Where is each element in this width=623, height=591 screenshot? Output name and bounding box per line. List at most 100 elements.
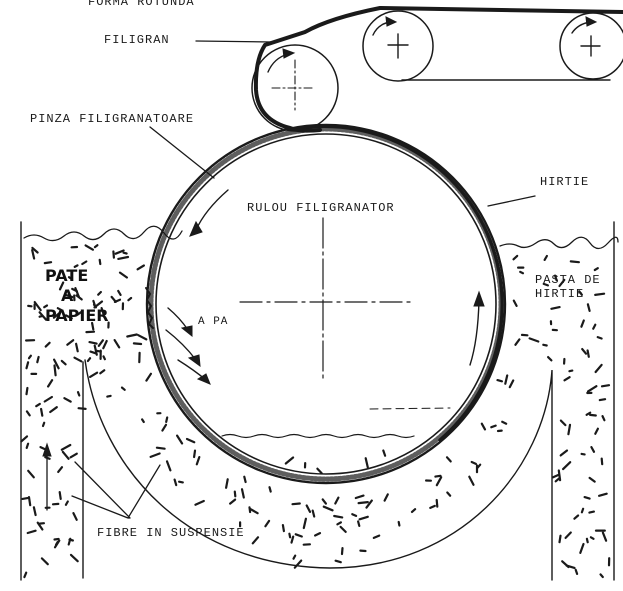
felt-roller-3-arrow-head xyxy=(586,17,596,26)
fibre-mark xyxy=(107,396,110,397)
fibre-mark xyxy=(45,397,52,402)
fibre-mark xyxy=(491,426,495,428)
fibre-mark xyxy=(315,533,320,535)
fibre-mark xyxy=(593,325,595,329)
fibre-mark xyxy=(250,507,251,512)
fibre-mark xyxy=(563,462,570,469)
fibre-mark xyxy=(115,340,120,347)
fibre-mark xyxy=(90,373,97,377)
fibre-mark xyxy=(242,489,244,497)
fibre-mark xyxy=(75,358,82,362)
fibre-mark xyxy=(590,415,596,416)
fibre-mark xyxy=(580,544,583,553)
fibre-mark xyxy=(60,492,61,499)
fibre-mark xyxy=(595,429,598,434)
rotation-arrow-right-head xyxy=(474,292,484,306)
fibre-mark xyxy=(602,385,609,386)
fibre-mark xyxy=(571,261,579,262)
fibre-mark xyxy=(356,496,364,498)
fibre-mark xyxy=(352,514,356,516)
fibre-mark xyxy=(82,262,86,265)
fibre-mark xyxy=(100,260,101,264)
label-fibre-in-suspensie: FIBRE IN SUSPENSIE xyxy=(97,526,245,540)
fibre-mark xyxy=(565,377,570,380)
fibre-mark xyxy=(589,512,594,513)
fibre-mark xyxy=(58,467,62,472)
label-rulou-filigranator: RULOU FILIGRANATOR xyxy=(247,201,395,215)
fibre-mark xyxy=(86,245,93,249)
fibre-mark xyxy=(582,509,583,513)
fibre-mark xyxy=(194,451,195,457)
fibre-mark xyxy=(360,517,368,520)
fibre-mark xyxy=(128,298,131,300)
fibre-mark xyxy=(50,407,57,412)
fibre-mark xyxy=(520,272,523,273)
fibre-mark xyxy=(595,268,598,270)
fibre-mark xyxy=(294,556,296,559)
fibre-mark xyxy=(179,482,183,483)
label-papier: PAPIER xyxy=(45,306,109,326)
fibre-mark xyxy=(28,531,36,533)
fibre-mark xyxy=(24,573,26,577)
fibre-mark xyxy=(591,447,594,452)
fibre-mark xyxy=(45,262,51,263)
fibre-mark xyxy=(358,521,359,526)
fibre-mark xyxy=(581,321,583,327)
fibre-mark xyxy=(335,498,338,504)
fibre-mark xyxy=(596,365,602,372)
fibre-mark xyxy=(599,494,607,496)
fibre-mark xyxy=(187,439,194,442)
fibre-mark xyxy=(62,445,71,450)
fibre-mark xyxy=(162,425,166,431)
fibre-mark xyxy=(32,250,34,258)
fibre-mark xyxy=(118,291,120,295)
fibre-mark xyxy=(430,506,435,508)
fibre-mark xyxy=(21,436,27,441)
felt-band xyxy=(256,8,623,131)
leader-filigran xyxy=(196,41,272,42)
water-arrow-1-head xyxy=(182,326,192,336)
fibre-mark xyxy=(366,458,368,467)
fibre-mark xyxy=(27,444,28,448)
fibre-mark xyxy=(134,343,141,344)
fibre-mark xyxy=(595,294,604,295)
fibre-mark xyxy=(45,457,49,459)
fibre-mark xyxy=(70,540,73,541)
fibre-mark xyxy=(98,292,101,295)
fibre-mark xyxy=(166,418,167,422)
fibre-mark xyxy=(568,425,570,434)
pulp-surface-right xyxy=(500,237,618,248)
rotation-arrow-left xyxy=(196,190,228,230)
fibre-mark xyxy=(41,447,45,449)
fibre-mark xyxy=(99,340,103,346)
fibre-mark xyxy=(142,419,144,422)
fibre-mark xyxy=(574,516,578,519)
label-pate: PATE xyxy=(45,266,88,286)
felt-roller-2-arrow-head xyxy=(386,17,396,26)
fibre-mark xyxy=(514,256,518,259)
label-hirtie-pasta: HIRTIE xyxy=(535,287,584,301)
fibre-mark xyxy=(122,388,125,390)
couch-roller-arrow-head xyxy=(283,49,294,58)
fibre-mark xyxy=(73,513,76,520)
fibre-mark xyxy=(113,252,114,258)
fibre-mark xyxy=(293,504,300,505)
fibre-mark xyxy=(41,409,42,416)
water-arrow-1 xyxy=(168,308,188,330)
fibre-mark xyxy=(374,536,379,538)
fibre-mark xyxy=(42,558,48,564)
fibre-mark xyxy=(601,574,603,577)
fibre-mark xyxy=(48,380,52,386)
rotation-arrow-right xyxy=(470,300,479,365)
fibre-mark xyxy=(265,521,269,526)
main-cylinder-inner xyxy=(156,134,496,474)
label-apa: A PA xyxy=(198,316,228,328)
fibre-mark xyxy=(270,487,271,491)
fibre-mark xyxy=(560,536,561,543)
fibre-mark xyxy=(100,370,104,373)
fibre-mark xyxy=(250,509,257,513)
fibre-mark xyxy=(447,457,451,461)
fibre-mark xyxy=(146,374,151,381)
label-a: A xyxy=(61,286,73,306)
